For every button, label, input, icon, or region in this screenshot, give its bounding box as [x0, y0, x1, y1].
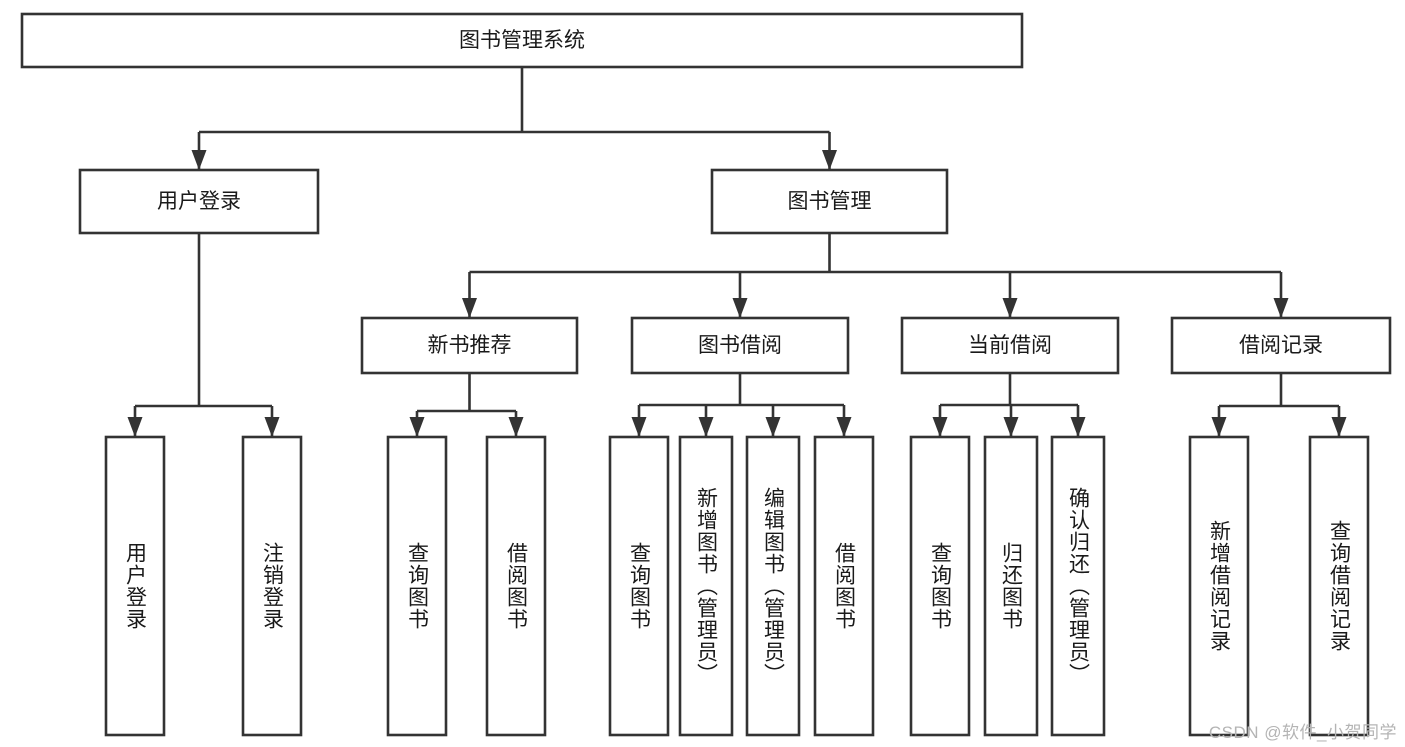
- root-node-label: 图书管理系统: [459, 29, 585, 52]
- leaf-l3-1-2[interactable]: [745, 435, 801, 737]
- l3-3-arrow-0: [1211, 417, 1227, 437]
- book-mgmt-arrow-2: [1002, 298, 1018, 318]
- l3-1-arrow-1: [698, 417, 714, 437]
- level3-node-2-label: 当前借阅: [968, 334, 1052, 357]
- level3-node-1[interactable]: [630, 316, 850, 375]
- leaf-l3-1-1[interactable]: [678, 435, 734, 737]
- leaf-l3-0-0[interactable]: [386, 435, 448, 737]
- boxes-layer: [20, 12, 1392, 737]
- root-arrow-0: [191, 150, 207, 170]
- connectors-layer: [127, 67, 1347, 437]
- level3-node-3[interactable]: [1170, 316, 1392, 375]
- book-mgmt-arrow-0: [462, 298, 477, 318]
- user-login-arrow-1: [264, 417, 280, 437]
- level2-node-0-label: 用户登录: [157, 190, 241, 213]
- book-mgmt-arrow-3: [1273, 298, 1289, 318]
- l3-0-arrow-1: [508, 417, 524, 437]
- level2-node-1[interactable]: [710, 168, 949, 235]
- level3-node-0-label: 新书推荐: [428, 334, 512, 357]
- leaf-l3-2-2[interactable]: [1050, 435, 1106, 737]
- leaf-l2-0-0[interactable]: [104, 435, 166, 737]
- l3-3-arrow-1: [1331, 417, 1347, 437]
- l3-1-arrow-2: [765, 417, 781, 437]
- level3-node-2[interactable]: [900, 316, 1120, 375]
- leaf-l3-1-3[interactable]: [813, 435, 875, 737]
- leaf-l2-0-1[interactable]: [241, 435, 303, 737]
- root-node[interactable]: [20, 12, 1024, 69]
- leaf-l3-1-0[interactable]: [608, 435, 670, 737]
- l3-2-arrow-0: [932, 417, 948, 437]
- leaf-l3-2-0[interactable]: [909, 435, 971, 737]
- l3-1-arrow-3: [836, 417, 852, 437]
- root-arrow-1: [822, 150, 837, 170]
- l3-1-arrow-0: [631, 417, 647, 437]
- leaf-l3-2-1[interactable]: [983, 435, 1039, 737]
- level3-node-1-label: 图书借阅: [698, 334, 782, 357]
- watermark-text: CSDN @软件_小贺同学: [1208, 723, 1397, 742]
- level3-node-3-label: 借阅记录: [1239, 334, 1323, 357]
- leaf-l3-0-1[interactable]: [485, 435, 547, 737]
- l3-0-arrow-0: [409, 417, 425, 437]
- book-mgmt-arrow-1: [732, 298, 748, 318]
- leaf-l3-3-1[interactable]: [1308, 435, 1370, 737]
- l3-2-arrow-2: [1070, 417, 1086, 437]
- level2-node-0[interactable]: [78, 168, 320, 235]
- l3-2-arrow-1: [1003, 417, 1019, 437]
- leaf-l3-3-0[interactable]: [1188, 435, 1250, 737]
- user-login-arrow-0: [127, 417, 143, 437]
- level3-node-0[interactable]: [360, 316, 579, 375]
- level2-node-1-label: 图书管理: [788, 190, 872, 213]
